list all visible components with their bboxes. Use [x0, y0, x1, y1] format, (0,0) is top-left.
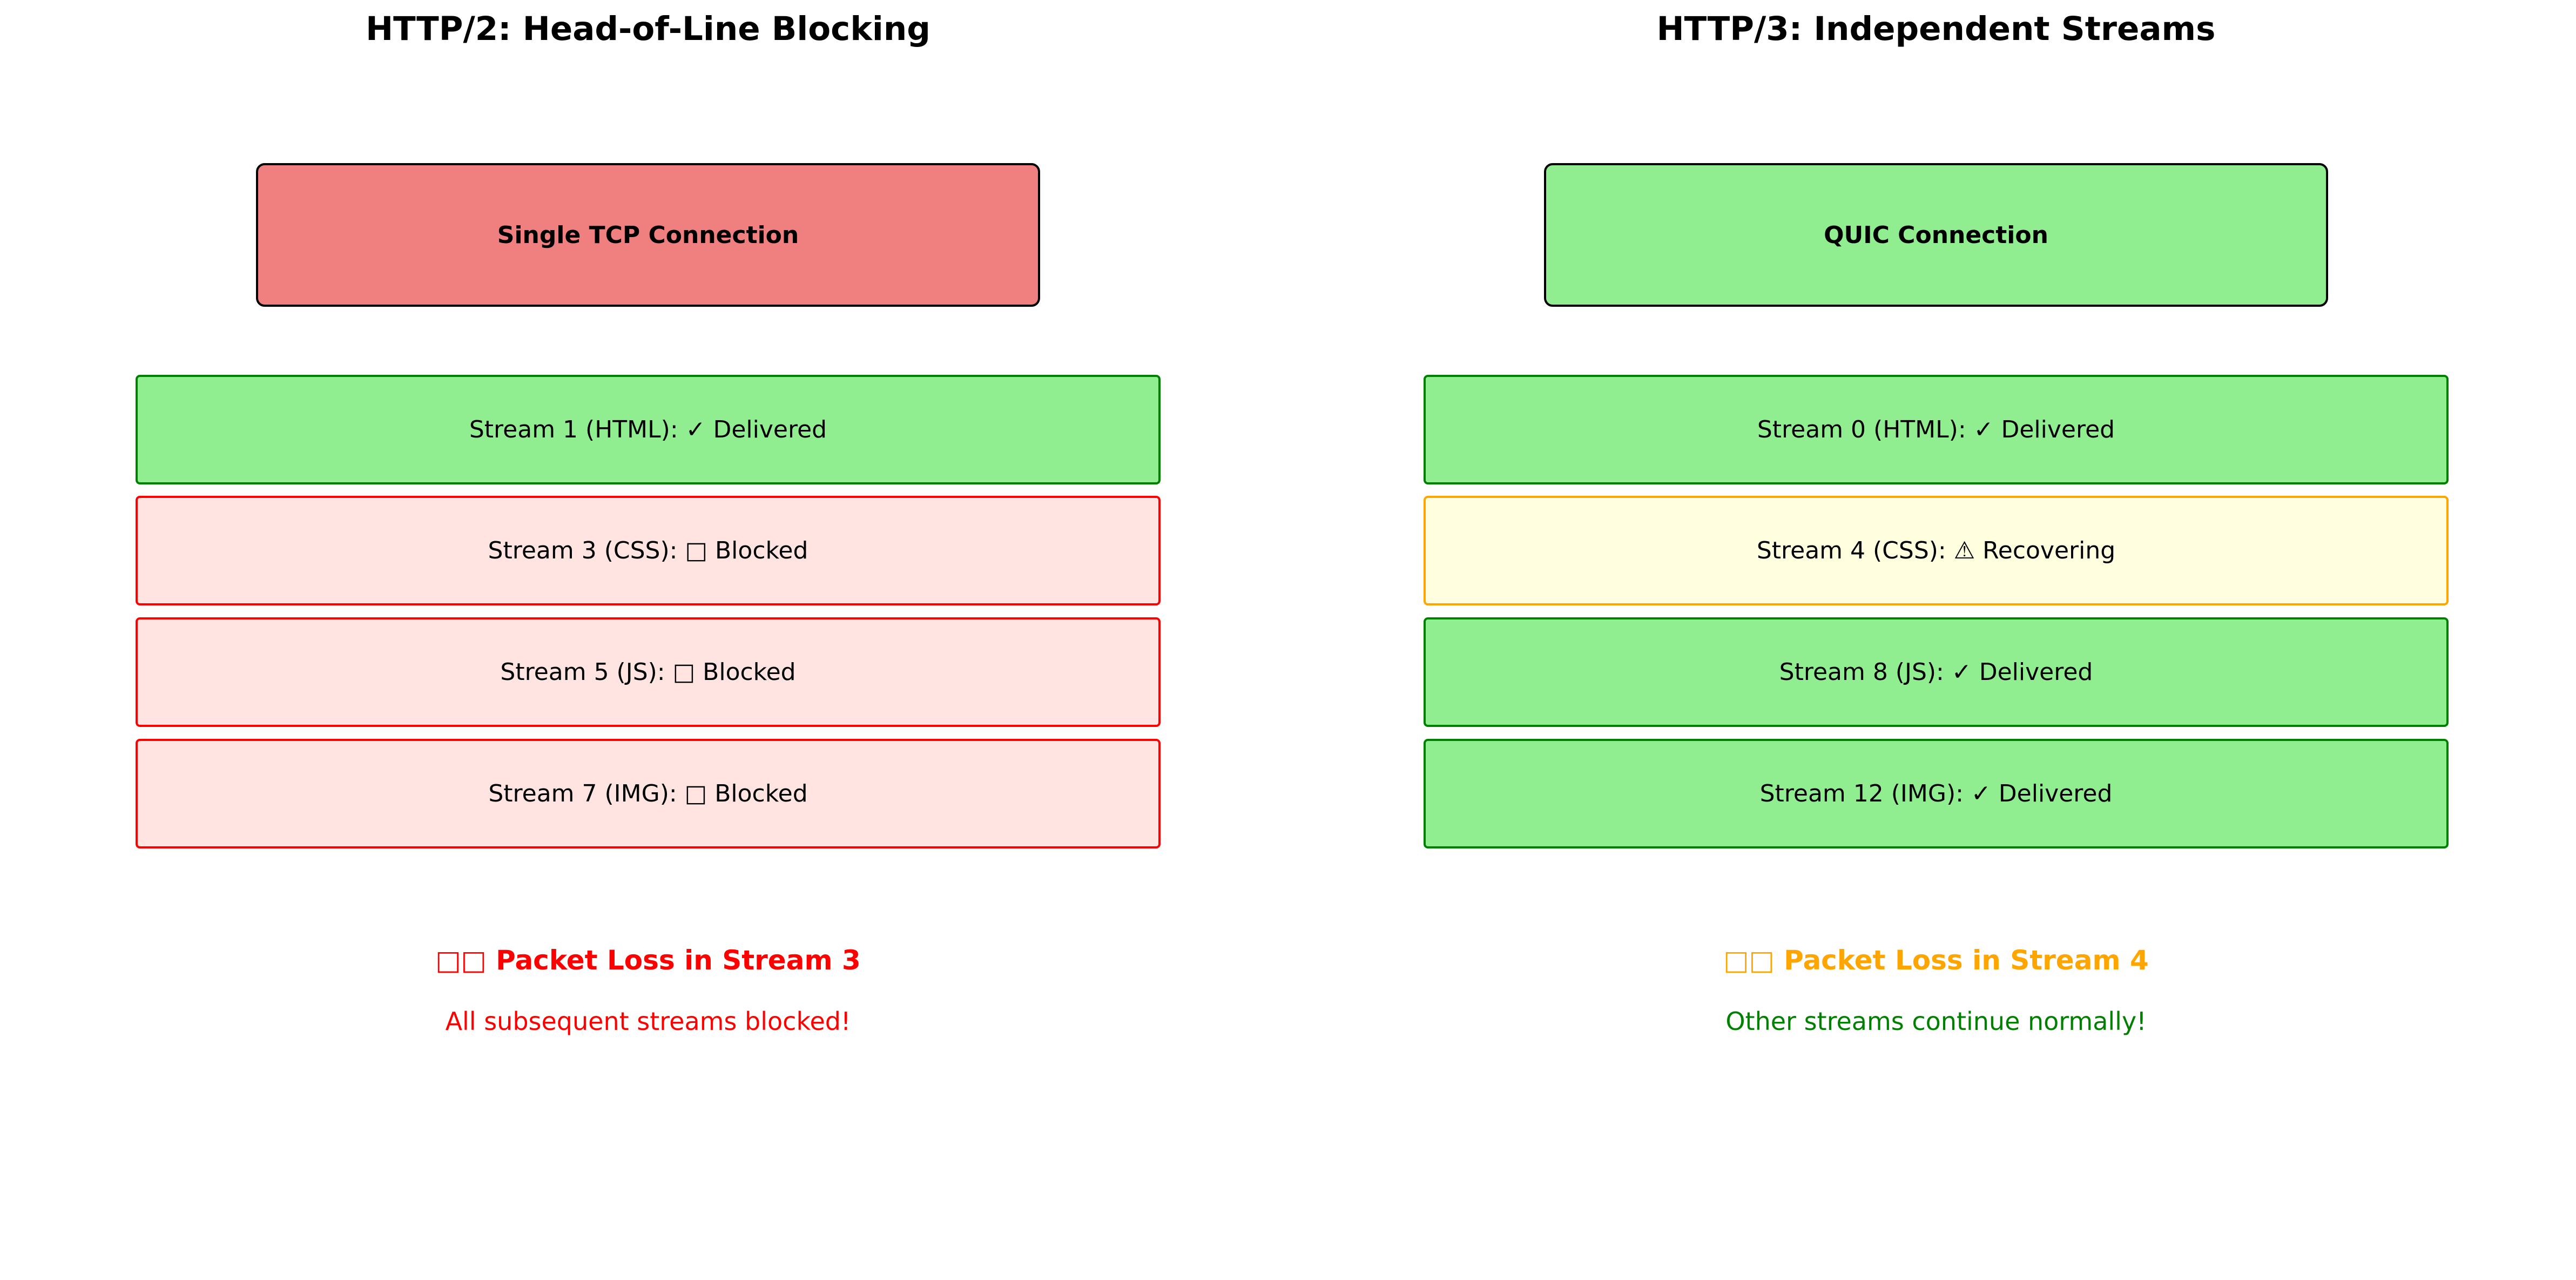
connection-label: QUIC Connection	[1824, 221, 2048, 249]
stream-box: Stream 1 (HTML): ✓ Delivered	[136, 375, 1161, 484]
stream-label: Stream 12 (IMG): ✓ Delivered	[1759, 780, 2113, 807]
stream-label: Stream 3 (CSS): □ Blocked	[488, 537, 808, 564]
packet-loss-title: □□ Packet Loss in Stream 3	[435, 945, 861, 976]
stream-label: Stream 7 (IMG): □ Blocked	[488, 780, 808, 807]
tcp-connection-box: Single TCP Connection	[256, 163, 1040, 307]
packet-loss-title: □□ Packet Loss in Stream 4	[1723, 945, 2149, 976]
panel-title: HTTP/3: Independent Streams	[1656, 10, 2216, 48]
stream-label: Stream 0 (HTML): ✓ Delivered	[1757, 416, 2115, 443]
panel-title: HTTP/2: Head-of-Line Blocking	[366, 10, 930, 48]
stream-label: Stream 4 (CSS): ⚠ Recovering	[1756, 537, 2116, 564]
packet-loss-subtitle: Other streams continue normally!	[1725, 1007, 2147, 1036]
stream-box: Stream 7 (IMG): □ Blocked	[136, 739, 1161, 848]
stream-box: Stream 8 (JS): ✓ Delivered	[1424, 617, 2449, 727]
http2-panel: HTTP/2: Head-of-Line Blocking Single TCP…	[136, 10, 1161, 1036]
stream-box: Stream 0 (HTML): ✓ Delivered	[1424, 375, 2449, 484]
quic-connection-box: QUIC Connection	[1544, 163, 2328, 307]
stream-box: Stream 12 (IMG): ✓ Delivered	[1424, 739, 2449, 848]
stream-label: Stream 8 (JS): ✓ Delivered	[1779, 658, 2093, 686]
stream-box: Stream 3 (CSS): □ Blocked	[136, 496, 1161, 605]
stream-label: Stream 1 (HTML): ✓ Delivered	[469, 416, 827, 443]
stream-box: Stream 4 (CSS): ⚠ Recovering	[1424, 496, 2449, 605]
stream-label: Stream 5 (JS): □ Blocked	[500, 658, 796, 686]
connection-label: Single TCP Connection	[497, 221, 799, 249]
http3-panel: HTTP/3: Independent Streams QUIC Connect…	[1288, 0, 2576, 1280]
packet-loss-subtitle: All subsequent streams blocked!	[445, 1007, 851, 1036]
stream-box: Stream 5 (JS): □ Blocked	[136, 617, 1161, 727]
